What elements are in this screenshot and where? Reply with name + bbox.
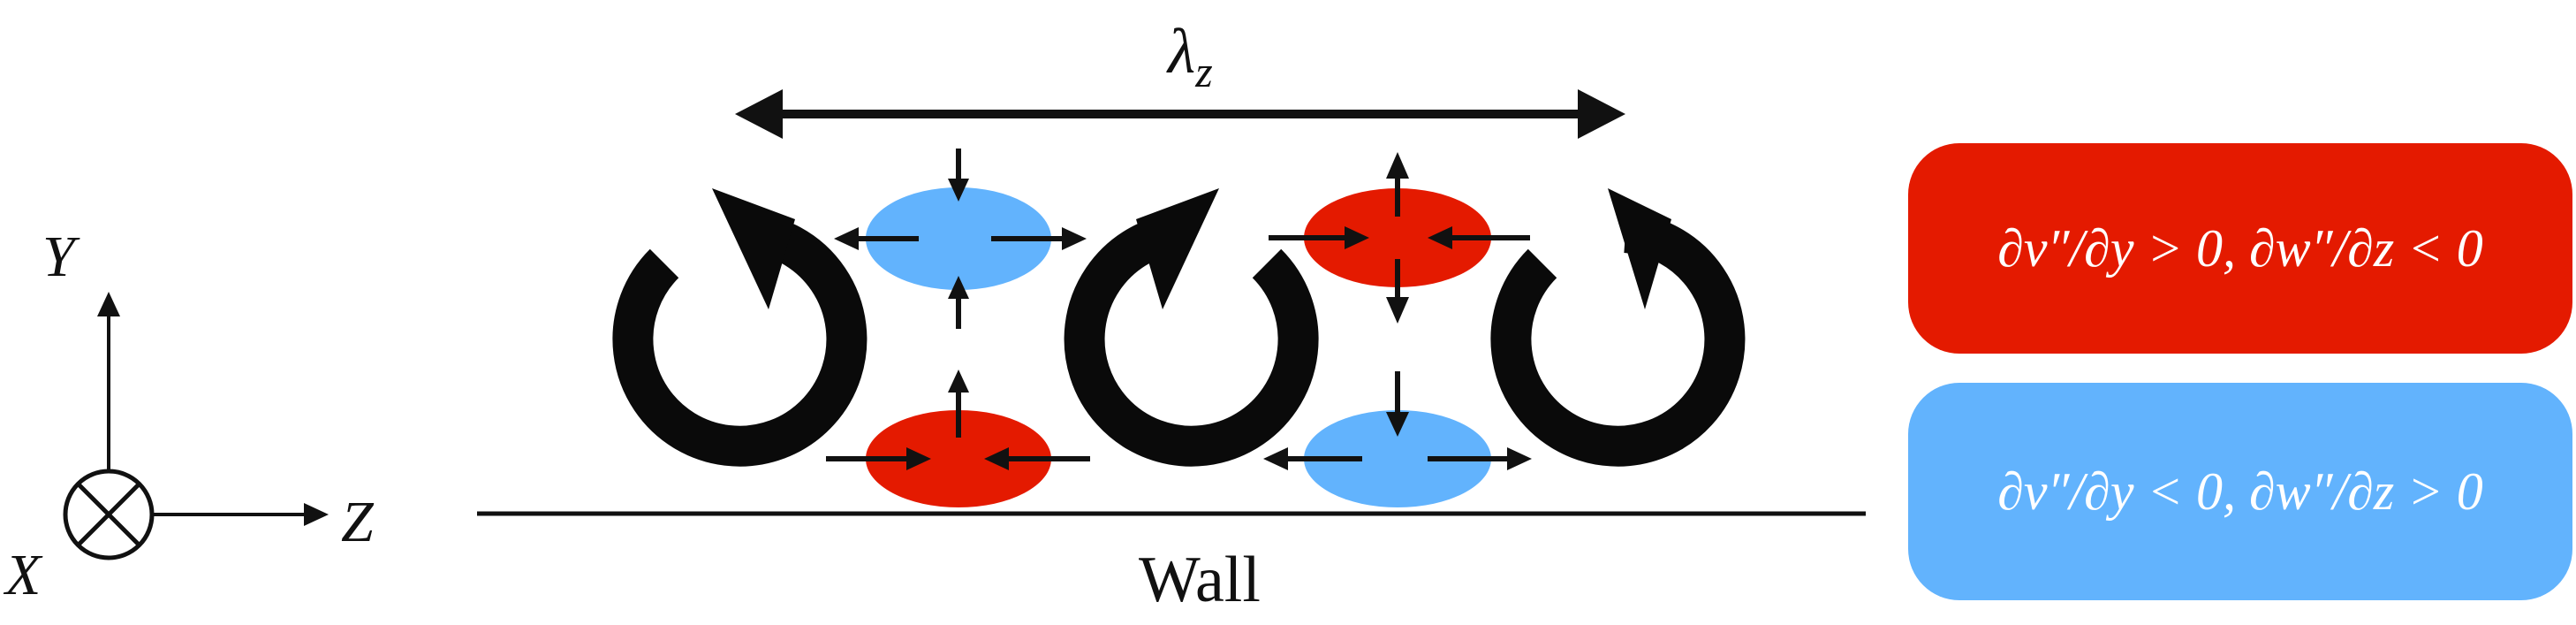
vortex-center-arrowhead-icon (1136, 188, 1219, 309)
vortex-left-arc-icon (612, 212, 868, 467)
region-upper-left (866, 187, 1051, 290)
y-axis-label: Y (42, 225, 80, 289)
arrow-ul-up-head-icon (948, 276, 969, 299)
vortex-left-arrowhead-icon (712, 188, 795, 309)
arrow-ul-left-head-icon (834, 227, 859, 250)
vortex-right-arrowhead-icon (1608, 188, 1671, 309)
arrow-ur-left-head-icon (1428, 226, 1452, 249)
region-lower-right (1304, 410, 1491, 507)
wavelength-subscript: z (1194, 47, 1212, 96)
arrow-lr-right-head-icon (1507, 447, 1532, 470)
wavelength-arrow-right-icon (1578, 89, 1625, 139)
legend-red-box: ∂v″/∂y > 0, ∂w″/∂z < 0 (1908, 143, 2572, 354)
wavelength-symbol: λ (1166, 16, 1195, 87)
x-axis-label: X (3, 543, 43, 607)
legend-blue-box: ∂v″/∂y < 0, ∂w″/∂z > 0 (1908, 383, 2572, 600)
regions (866, 187, 1491, 507)
arrow-ur-right-head-icon (1345, 226, 1369, 249)
arrow-ur-down-head-icon (1386, 297, 1409, 324)
legend-red-text: ∂v″/∂y > 0, ∂w″/∂z < 0 (1997, 218, 2483, 278)
vortex-center-arc-icon (1064, 212, 1319, 467)
wavelength-arrow-left-icon (735, 89, 783, 139)
arrow-ll-right-head-icon (906, 447, 931, 470)
vortex-right (1490, 188, 1746, 467)
arrow-lr-down-head-icon (1386, 412, 1409, 437)
vortex-right-arc-icon (1490, 212, 1746, 467)
x-axis-into-page-icon (63, 469, 155, 560)
arrow-ll-left-head-icon (984, 447, 1009, 470)
wavelength-label: λz (1166, 16, 1213, 96)
vortex-center (1064, 188, 1319, 467)
arrow-ll-up-head-icon (948, 370, 969, 393)
region-upper-right (1304, 188, 1491, 287)
vortex-left (612, 188, 868, 467)
region-lower-left (866, 410, 1051, 507)
arrow-ur-up-head-icon (1386, 152, 1409, 179)
arrow-lr-left-head-icon (1263, 447, 1288, 470)
z-axis-label: Z (341, 490, 375, 554)
flow-arrows (826, 149, 1532, 470)
vortices (612, 188, 1746, 467)
wall-label: Wall (1139, 544, 1261, 616)
arrow-ul-down-head-icon (948, 179, 969, 202)
arrow-ul-right-head-icon (1062, 227, 1087, 250)
coordinate-axes: Y Z X (3, 225, 375, 607)
legend-blue-text: ∂v″/∂y < 0, ∂w″/∂z > 0 (1997, 461, 2483, 521)
z-axis-arrowhead-icon (304, 503, 329, 526)
wavelength-indicator: λz (735, 16, 1625, 139)
y-axis-arrowhead-icon (97, 292, 120, 316)
